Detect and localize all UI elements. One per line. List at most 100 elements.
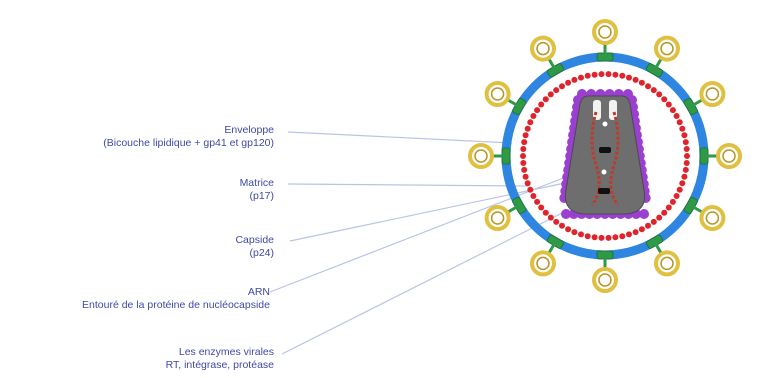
capsid — [559, 89, 651, 219]
leader-line-capside — [289, 182, 566, 242]
matrix-protein-bead — [673, 113, 680, 119]
enzyme — [601, 169, 607, 175]
matrix-protein-bead — [650, 87, 657, 94]
capsid-core — [564, 95, 646, 215]
matrix-protein-bead — [684, 153, 690, 159]
matrix-protein-bead — [676, 186, 683, 193]
matrix-protein-bead — [542, 96, 549, 103]
matrix-protein-bead — [656, 91, 663, 98]
matrix-protein-bead — [520, 153, 526, 159]
matrix-protein-bead — [669, 107, 676, 114]
matrix-protein-bead — [638, 79, 645, 86]
matrix-protein-bead — [632, 76, 639, 83]
matrix-protein-bead — [656, 214, 663, 221]
gp120-spike-icon — [468, 143, 511, 169]
gp120-spike-icon — [592, 250, 618, 293]
matrix-protein-bead — [591, 234, 598, 241]
matrix-protein-bead — [584, 233, 591, 240]
matrix-protein-bead — [542, 209, 549, 216]
matrix-protein-bead — [682, 139, 689, 146]
matrix-protein-bead — [578, 231, 584, 238]
gp120-spike-icon — [484, 196, 527, 231]
matrix-protein-bead — [679, 125, 686, 132]
matrix-protein-bead — [553, 87, 560, 94]
matrix-protein-bead — [645, 222, 651, 229]
matrix-protein-bead — [521, 139, 528, 146]
label-enveloppe-detail: (Bicouche lipidique + gp41 et gp120) — [103, 137, 274, 149]
matrix-protein-bead — [632, 229, 639, 236]
matrix-protein-bead — [626, 74, 632, 81]
matrix-protein-bead — [679, 180, 686, 187]
matrix-protein-bead — [547, 214, 554, 221]
label-arn-title: ARN — [247, 286, 270, 298]
gp120-spike-icon — [699, 143, 742, 169]
gp120-spike-icon — [530, 234, 565, 277]
envelope-spikes — [468, 19, 742, 293]
gp120-spike-icon — [530, 35, 565, 78]
matrix-protein-bead — [520, 146, 527, 152]
leader-line-enzymes — [281, 199, 589, 355]
label-enzymes-title: Les enzymes virales — [178, 346, 274, 358]
label-enveloppe-title: Enveloppe — [224, 124, 274, 136]
matrix-protein-bead — [605, 234, 612, 241]
matrix-protein-bead — [681, 173, 688, 180]
matrix-protein-bead — [559, 222, 565, 229]
matrix-protein-bead — [676, 119, 683, 126]
matrix-protein-bead — [626, 231, 632, 238]
rna-strand — [609, 111, 620, 206]
label-enveloppe: Enveloppe (Bicouche lipidique + gp41 et … — [103, 124, 274, 150]
gp120-spike-icon — [683, 196, 726, 231]
matrix-protein-bead — [683, 146, 690, 152]
matrix-protein-bead — [524, 180, 531, 187]
matrix-protein-bead — [521, 166, 528, 173]
matrix-protein-bead — [578, 74, 584, 81]
matrix-protein-bead — [673, 193, 680, 199]
matrix-protein-bead — [571, 229, 578, 236]
matrix-protein-bead — [619, 72, 626, 79]
matrix-protein-bead — [530, 193, 537, 199]
matrix-protein-bead — [591, 71, 598, 78]
label-matrice-title: Matrice — [239, 177, 274, 189]
matrix-protein-bead — [665, 101, 672, 108]
matrix-protein-bead — [534, 198, 541, 205]
matrix-protein-bead — [650, 218, 657, 225]
matrix-protein-bead — [619, 233, 626, 240]
gp120-spike-icon — [683, 81, 726, 116]
matrix-protein-bead — [598, 234, 605, 241]
label-enzymes: Les enzymes virales RT, intégrase, proté… — [166, 346, 274, 372]
matrix-protein-bead — [612, 234, 619, 241]
matrix-protein-bead — [638, 226, 645, 233]
label-arn-detail: Entouré de la protéine de nucléocapside — [82, 299, 270, 311]
matrix-protein-bead — [661, 96, 668, 103]
matrix-protein-bead — [669, 198, 676, 205]
leader-line-enveloppe — [287, 131, 513, 144]
gp120-spike-icon — [484, 81, 527, 116]
matrix-protein-bead — [571, 76, 578, 83]
capsid-highlight — [593, 100, 601, 120]
label-capside-detail: (p24) — [249, 247, 274, 259]
rna-strand — [590, 111, 601, 206]
matrix-protein-ring — [520, 71, 690, 241]
label-capside: Capside (p24) — [235, 234, 274, 260]
label-capside-title: Capside — [235, 234, 274, 246]
enzyme — [598, 188, 610, 194]
matrix-protein-bead — [538, 101, 545, 108]
matrix-protein-bead — [565, 79, 572, 86]
matrix-protein-bead — [612, 71, 619, 78]
capsid-highlight — [609, 100, 617, 120]
matrix-protein-bead — [527, 186, 534, 193]
matrix-protein-bead — [547, 91, 554, 98]
matrix-protein-bead — [665, 204, 672, 211]
matrix-protein-bead — [584, 72, 591, 79]
matrix-protein-bead — [522, 132, 529, 139]
capsid-protein-bead — [639, 209, 649, 219]
label-enzymes-detail: RT, intégrase, protéase — [165, 359, 274, 371]
matrix-protein-bead — [538, 204, 545, 211]
matrix-protein-bead — [520, 160, 527, 166]
capsid-protein-bead — [561, 209, 571, 219]
matrix-protein-bead — [605, 71, 612, 78]
matrix-protein-bead — [530, 113, 537, 119]
matrix-protein-bead — [645, 83, 651, 90]
